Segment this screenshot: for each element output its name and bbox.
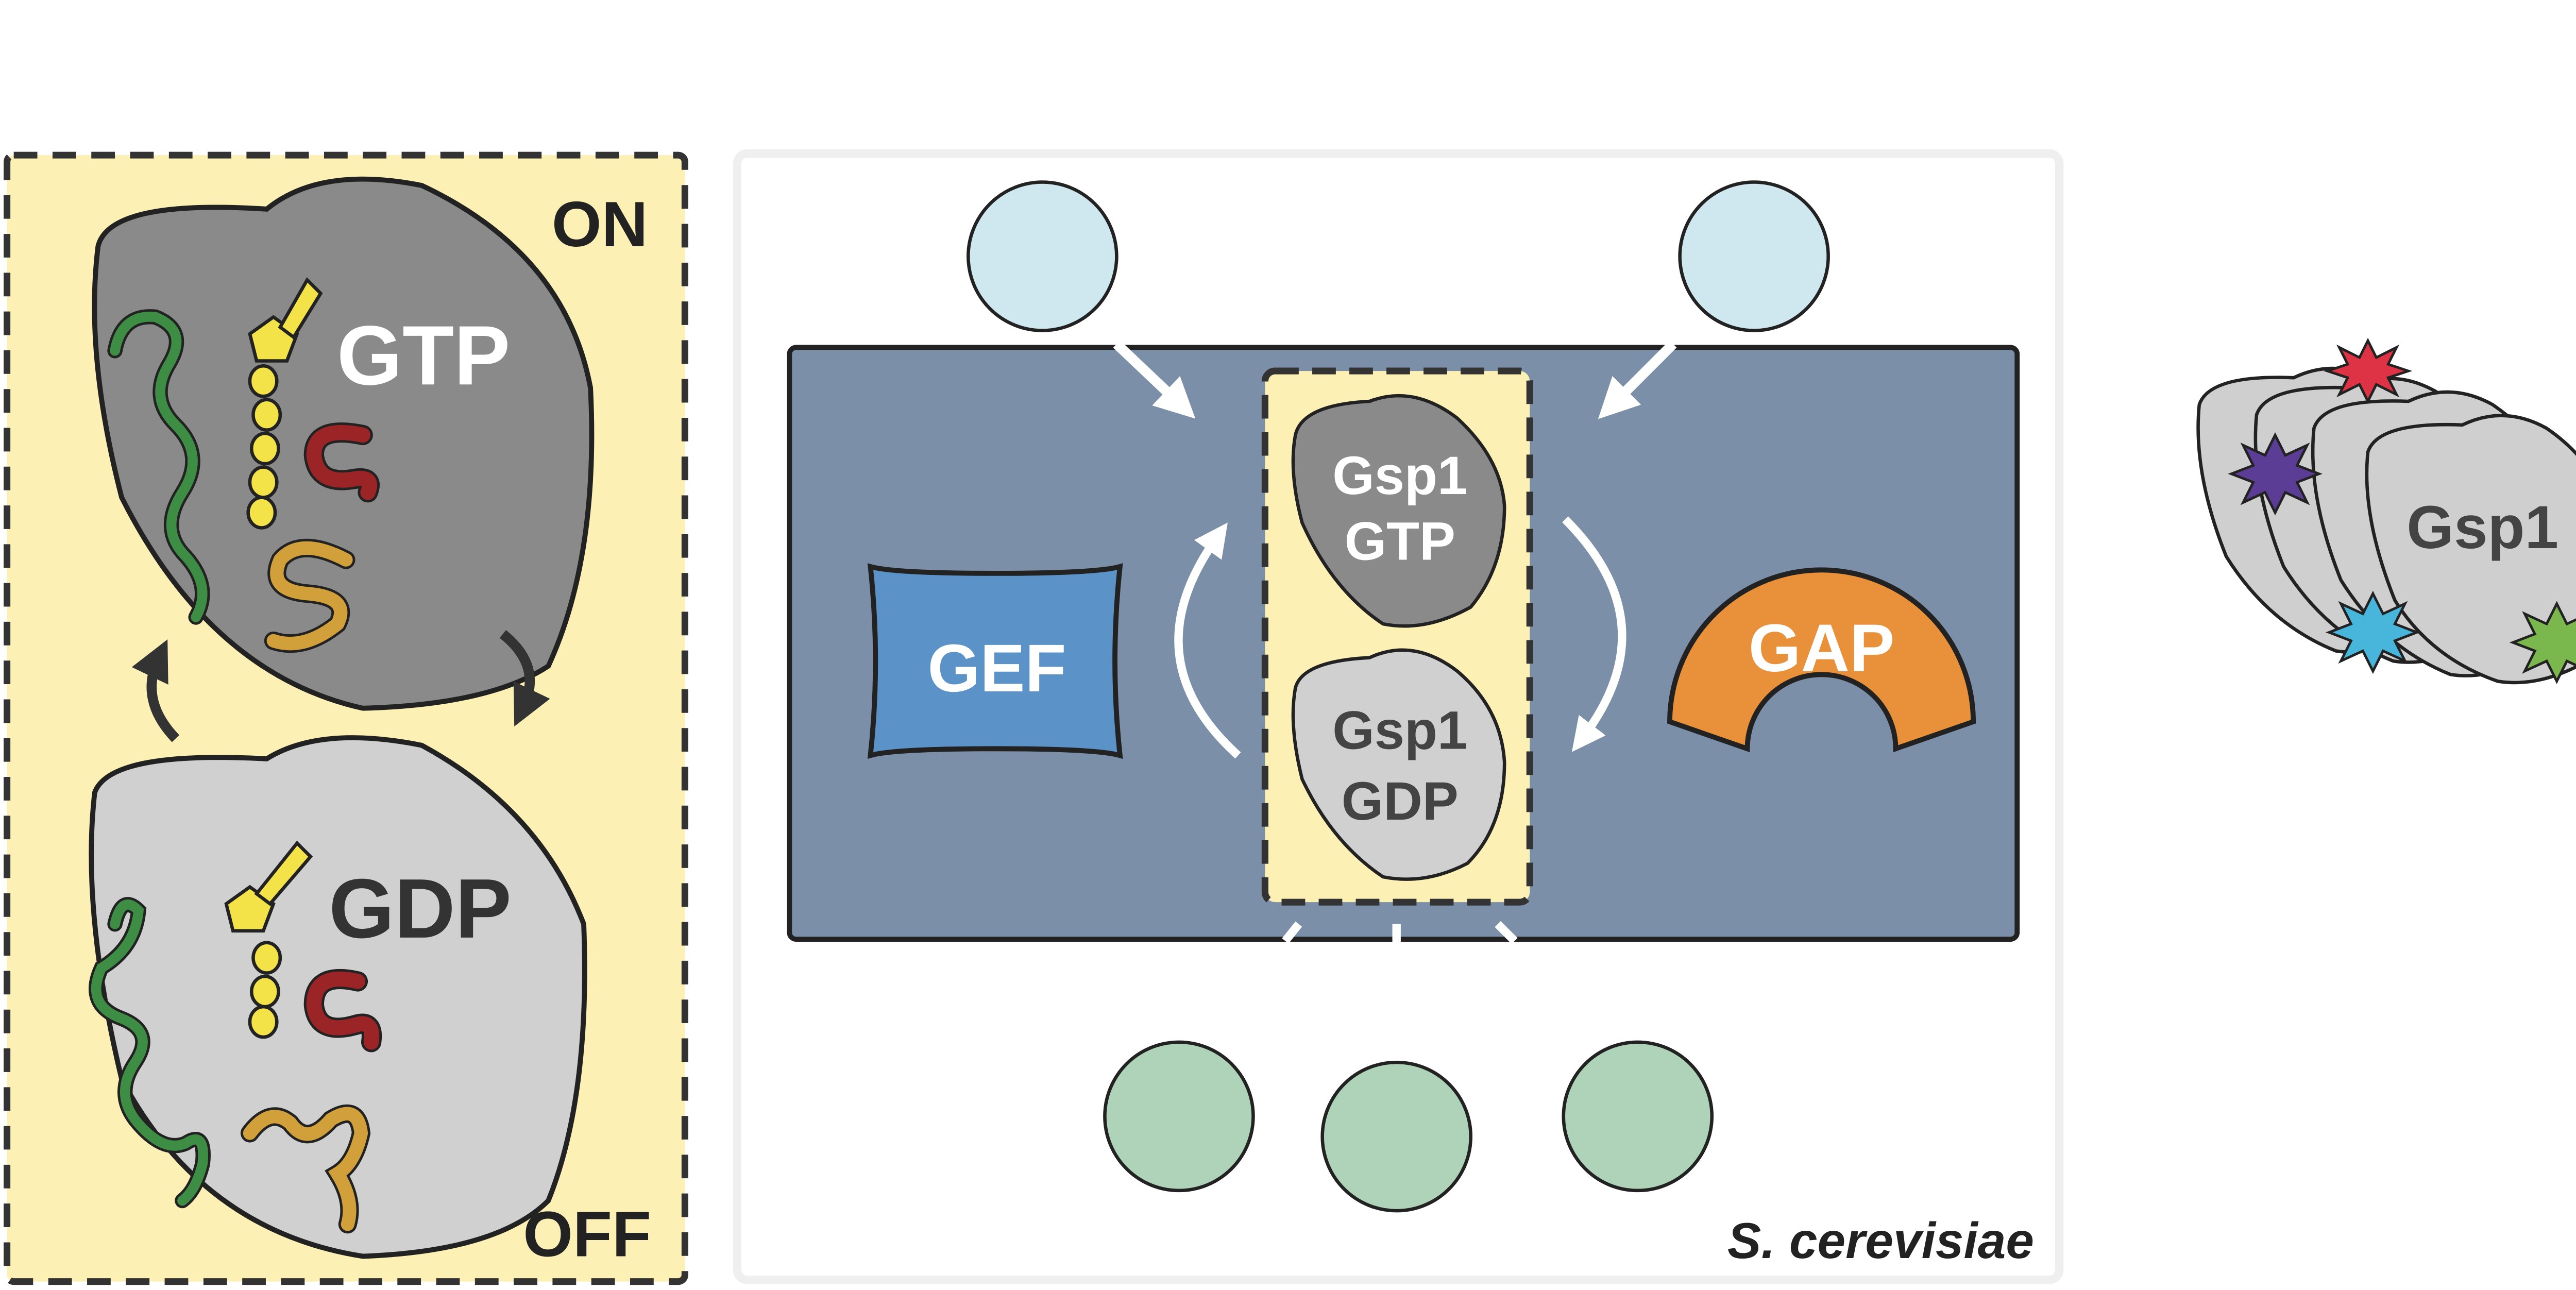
on-off-panel: GTP GDP ON OFF bbox=[4, 151, 688, 1285]
gap-inactivation-arrow bbox=[1562, 516, 1626, 752]
gtp-label: GTP bbox=[337, 308, 510, 402]
gdp-label: GDP bbox=[329, 861, 512, 956]
bottom-circle-left bbox=[1103, 1040, 1255, 1193]
inactivation-arrow bbox=[499, 630, 550, 727]
gtp-state-blob bbox=[92, 176, 595, 711]
gsp1-gtp-line1: Gsp1 bbox=[1332, 446, 1467, 506]
bottom-circle-middle bbox=[1320, 1060, 1472, 1213]
mutation-star-green bbox=[2509, 601, 2576, 684]
gsp1-variant-stack: Gsp1 bbox=[2196, 337, 2576, 685]
gap-shape bbox=[1667, 567, 1976, 753]
gap-label: GAP bbox=[1749, 610, 1895, 686]
top-circle-right bbox=[1678, 180, 1830, 332]
input-arrow-right bbox=[1598, 340, 1677, 419]
gdp-switch-i-chain bbox=[224, 840, 313, 1039]
gsp1-gtp-line2: GTP bbox=[1345, 512, 1455, 572]
gef-activation-arrow bbox=[1174, 522, 1241, 759]
mutation-star-purple bbox=[2228, 432, 2323, 516]
switch-i-chain bbox=[246, 277, 323, 530]
off-label: OFF bbox=[523, 1199, 651, 1270]
gsp1-variant-label: Gsp1 bbox=[2406, 493, 2558, 561]
gsp1-gdp-blob bbox=[1291, 648, 1506, 881]
cell-panel: Gsp1 GTP Gsp1 GDP GEF GAP S. cerevisiae bbox=[733, 149, 2064, 1284]
gsp1-copy-front bbox=[2365, 414, 2576, 685]
output-ticks bbox=[1282, 921, 1518, 948]
gef-shape bbox=[867, 563, 1123, 759]
mutation-star-red bbox=[2323, 337, 2413, 404]
bottom-circle-right bbox=[1562, 1040, 1714, 1193]
gsp1-gdp-line1: Gsp1 bbox=[1332, 700, 1467, 760]
activation-arrow bbox=[131, 639, 180, 742]
on-label: ON bbox=[552, 189, 648, 260]
top-circle-left bbox=[967, 180, 1118, 332]
organism-label: S. cerevisiae bbox=[1727, 1212, 2034, 1269]
input-arrow-left bbox=[1113, 340, 1196, 419]
gef-label: GEF bbox=[927, 630, 1066, 706]
mutation-star-cyan bbox=[2325, 590, 2420, 674]
gsp1-gtp-blob bbox=[1291, 394, 1506, 628]
gsp1-gdp-line2: GDP bbox=[1342, 771, 1459, 831]
